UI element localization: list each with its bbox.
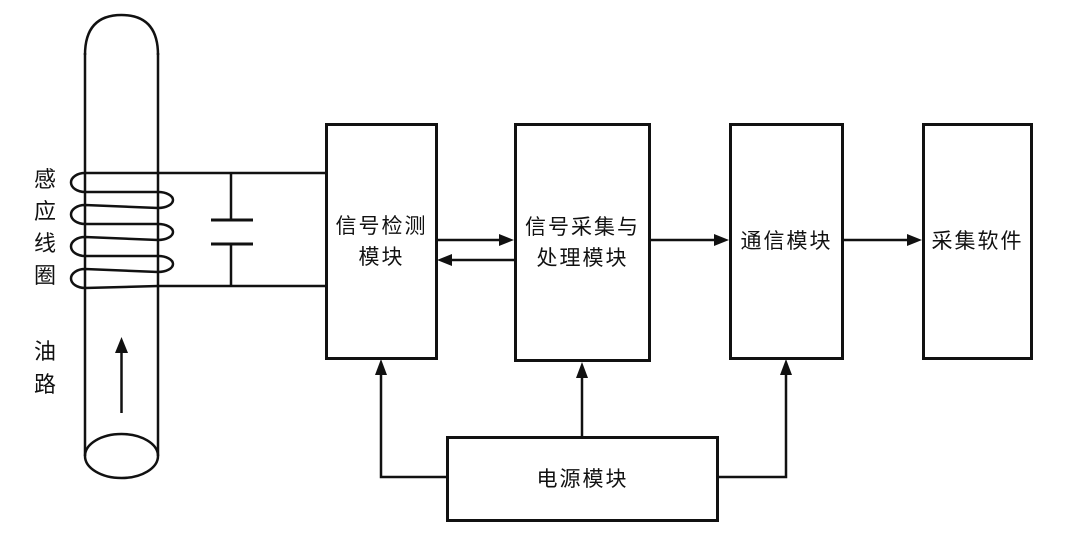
arrow-power-to-acquisition bbox=[576, 362, 588, 436]
acquisition-software-box: 采集软件 bbox=[922, 123, 1033, 360]
box-label-line: 电源模块 bbox=[536, 466, 629, 491]
box-label-line: 通信模块 bbox=[740, 229, 833, 253]
capacitor-symbol bbox=[211, 173, 253, 286]
box-label-line: 处理模块 bbox=[536, 245, 629, 270]
signal-detection-module-box: 信号检测 模块 bbox=[325, 123, 438, 360]
power-module-box: 电源模块 bbox=[446, 436, 719, 522]
box-label-line: 信号检测 bbox=[335, 213, 428, 238]
arrow-power-to-communication bbox=[719, 359, 792, 479]
arrow-detection-to-acquisition bbox=[437, 234, 514, 246]
box-label-line: 模块 bbox=[358, 244, 405, 269]
box-label-line: 采集软件 bbox=[931, 229, 1024, 253]
communication-module-box: 通信模块 bbox=[729, 123, 844, 360]
arrow-acquisition-to-communication bbox=[651, 234, 729, 246]
induction-coil-label: 感应线圈 bbox=[33, 168, 56, 289]
arrow-power-to-detection bbox=[375, 359, 446, 479]
oil-path-label: 油路 bbox=[33, 340, 56, 398]
arrow-acquisition-to-detection bbox=[437, 254, 514, 266]
box-label-line: 信号采集与 bbox=[525, 214, 640, 239]
flow-direction-arrow bbox=[115, 337, 128, 413]
arrow-communication-to-software bbox=[844, 234, 922, 246]
induction-coil bbox=[69, 171, 325, 290]
oil-pipe bbox=[83, 13, 160, 480]
signal-acquisition-processing-module-box: 信号采集与 处理模块 bbox=[514, 123, 651, 362]
